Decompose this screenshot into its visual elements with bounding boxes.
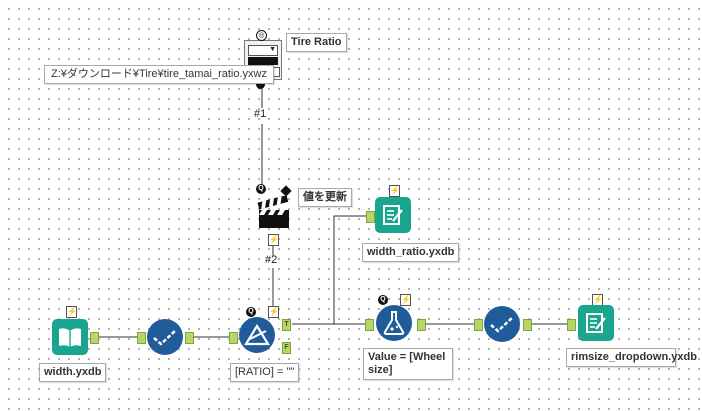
action-bolt-icon: ⚡ <box>268 234 279 246</box>
output-top-bolt-icon: ⚡ <box>389 185 400 197</box>
connection-number-2: #2 <box>265 254 278 266</box>
output-right-label: rimsize_dropdown.yxdb <box>566 348 697 367</box>
action-diamond-icon <box>280 185 292 197</box>
output-top-label: width_ratio.yxdb <box>362 243 460 262</box>
input-tool-label: width.yxdb <box>39 363 107 382</box>
connection-number-1: #1 <box>254 108 267 120</box>
check-icon <box>490 316 514 333</box>
input-bolt-icon: ⚡ <box>66 306 77 318</box>
formula-input-anchor[interactable] <box>365 319 374 331</box>
select1-output-anchor[interactable] <box>185 332 194 344</box>
action-tool-label: 値を更新 <box>298 188 352 207</box>
select2-output-anchor[interactable] <box>523 319 532 331</box>
filter-tool-label: [RATIO] = "" <box>230 363 300 382</box>
select2-input-anchor[interactable] <box>474 319 483 331</box>
check-icon <box>153 329 177 346</box>
flask-icon <box>383 311 405 335</box>
select-tool-2[interactable] <box>484 306 520 342</box>
document-pen-icon <box>586 313 606 333</box>
filter-tool[interactable] <box>239 317 275 353</box>
clapperboard-icon[interactable] <box>257 194 291 230</box>
formula-tool-label: Value = [Wheel size] <box>363 348 453 380</box>
chevron-down-icon: ▼ <box>269 46 276 53</box>
filter-true-anchor[interactable]: T <box>282 319 291 331</box>
filter-triangle-icon <box>244 323 270 346</box>
interface-anchor-top: ◎ <box>256 30 267 41</box>
input-output-anchor[interactable] <box>90 332 99 344</box>
dropdown-list <box>248 57 278 65</box>
interface-tool-label: Tire Ratio <box>286 33 347 52</box>
output-data-tool-right[interactable] <box>578 305 614 341</box>
book-icon <box>59 328 81 347</box>
interface-anchor-bottom[interactable] <box>256 80 265 89</box>
formula-output-anchor[interactable] <box>417 319 426 331</box>
filter-input-anchor[interactable] <box>229 332 238 344</box>
select1-input-anchor[interactable] <box>137 332 146 344</box>
filter-question-anchor[interactable]: Q <box>246 307 256 317</box>
interface-file-path: Z:¥ダウンロード¥Tire¥tire_tamai_ratio.yxwz <box>44 65 274 84</box>
action-question-anchor[interactable]: Q <box>256 184 266 194</box>
select-tool-1[interactable] <box>147 319 183 355</box>
document-pen-icon <box>383 205 403 225</box>
formula-tool[interactable] <box>376 305 412 341</box>
dropdown-select[interactable]: ▼ <box>248 45 278 56</box>
filter-false-anchor[interactable]: F <box>282 342 291 354</box>
formula-question-anchor[interactable]: Q <box>378 295 388 305</box>
output-top-input-anchor[interactable] <box>366 211 375 223</box>
output-data-tool-top[interactable] <box>375 197 411 233</box>
output-right-input-anchor[interactable] <box>567 319 576 331</box>
filter-bolt-icon: ⚡ <box>268 306 279 318</box>
formula-bolt-icon: ⚡ <box>400 294 411 306</box>
input-data-tool[interactable] <box>52 319 88 355</box>
